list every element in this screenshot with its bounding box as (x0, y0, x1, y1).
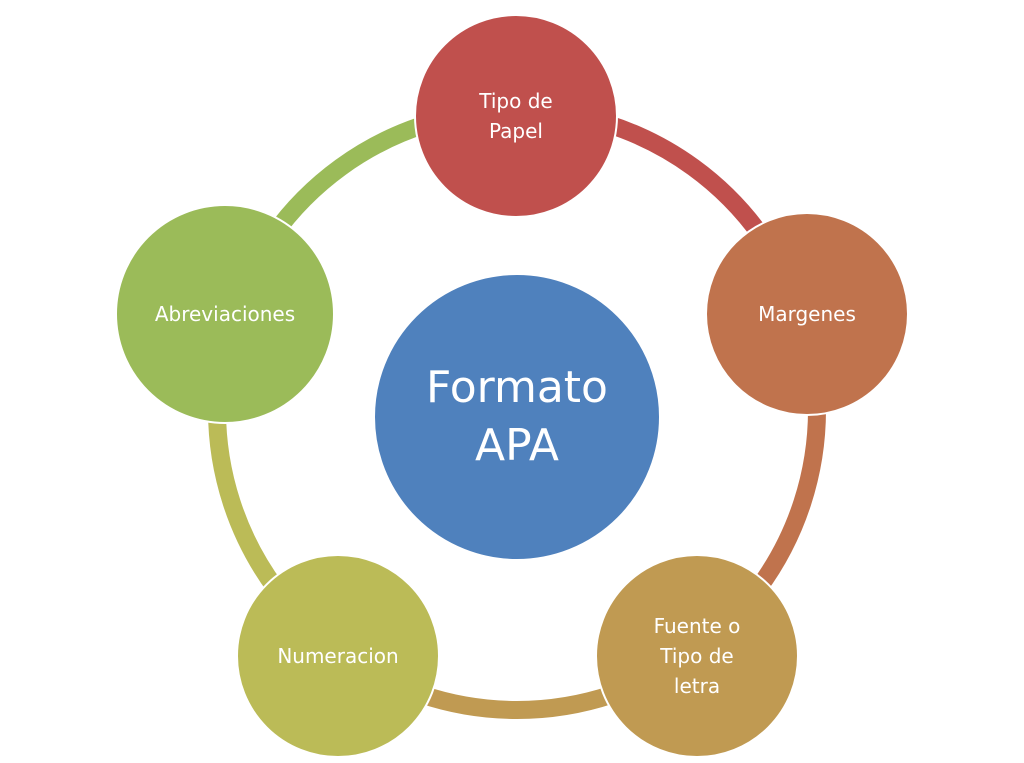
node-label: Numeracion (277, 644, 399, 668)
node-numeracion: Numeracion (236, 554, 440, 758)
node-fuente: Fuente o Tipo de letra (595, 554, 799, 758)
center-label: Formato APA (426, 362, 608, 471)
node-tipo-de-papel: Tipo de Papel (414, 14, 618, 218)
node-label: Margenes (758, 302, 856, 326)
node-abreviaciones: Abreviaciones (115, 204, 335, 424)
node-label: Fuente o Tipo de letra (653, 614, 741, 698)
node-label: Abreviaciones (154, 302, 296, 326)
node-margenes: Margenes (705, 212, 909, 416)
node-label: Tipo de Papel (479, 89, 553, 143)
center-node: Formato APA (373, 273, 661, 561)
